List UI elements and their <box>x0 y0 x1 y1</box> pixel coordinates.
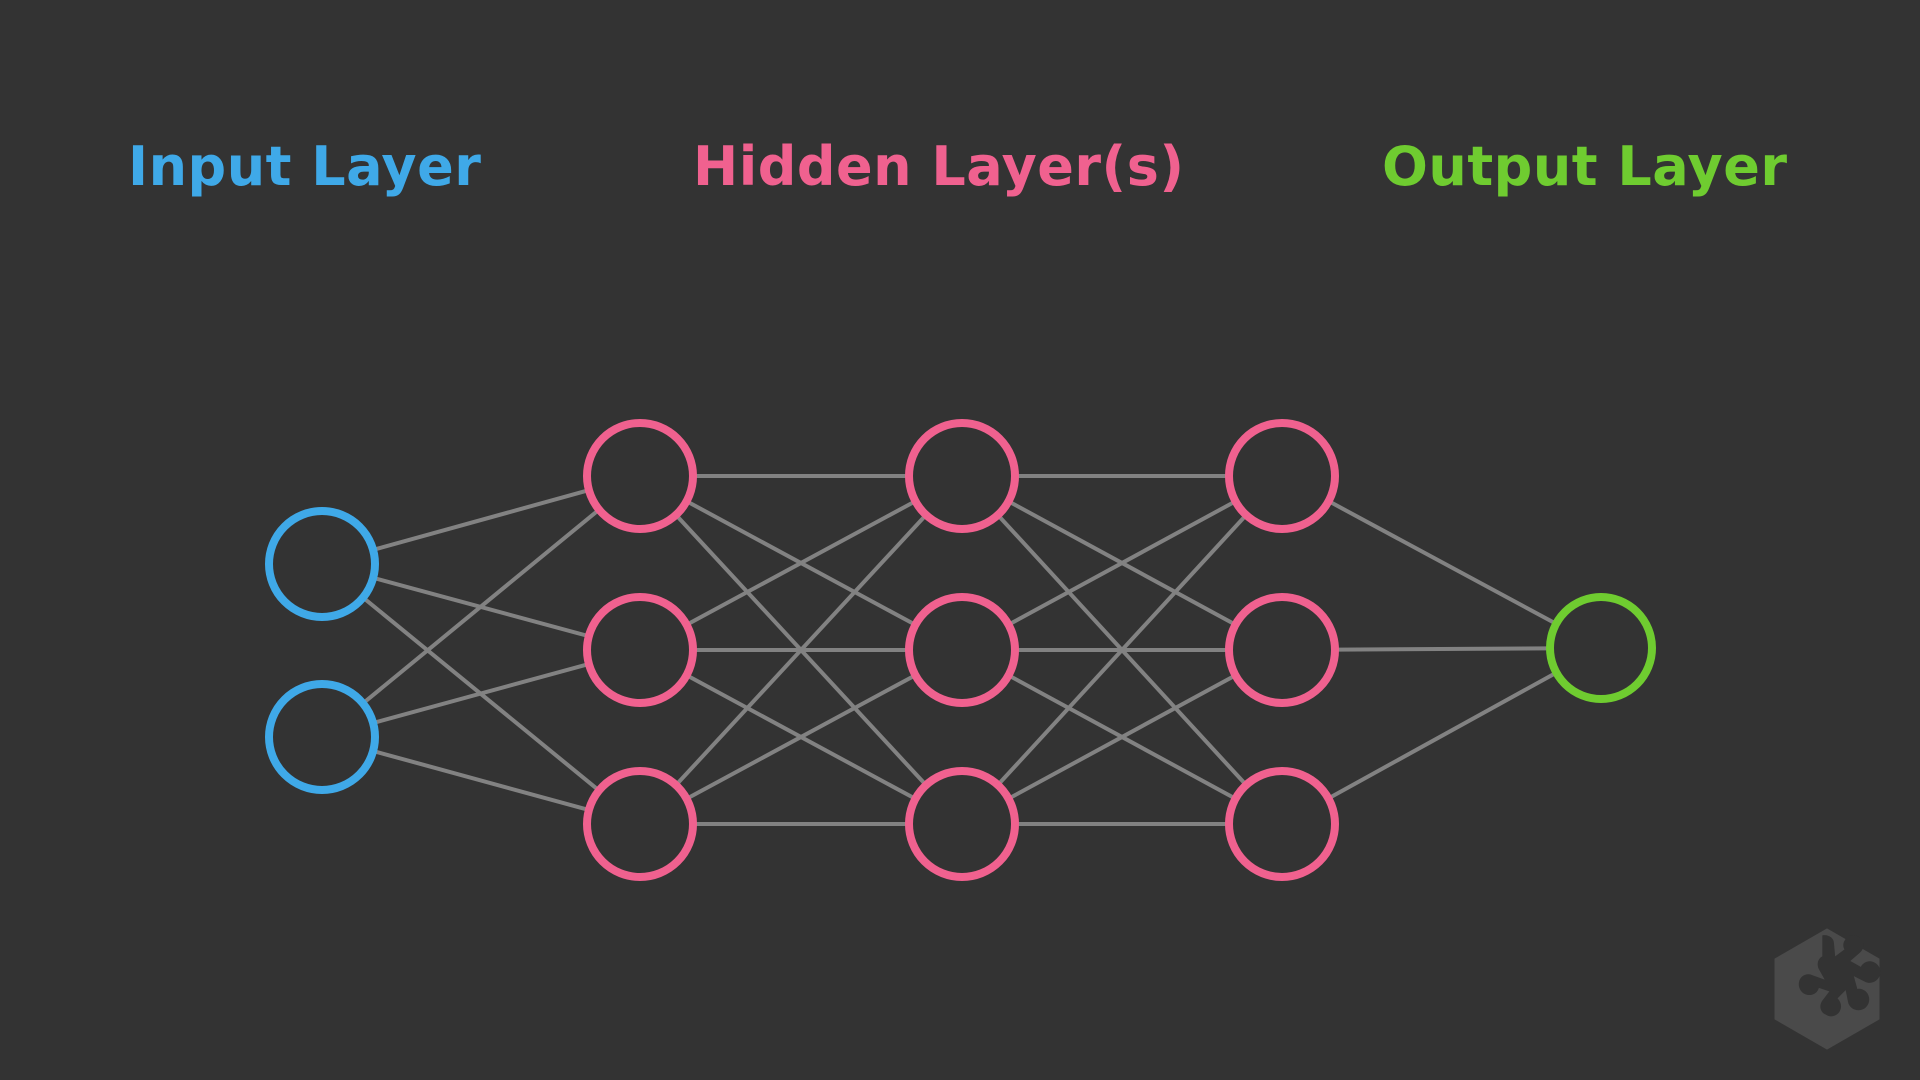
hidden-node-2-3[interactable] <box>583 767 697 881</box>
edge-l0n1-to-l1n2 <box>374 750 588 811</box>
edge-l1n2-to-l2n1 <box>688 675 914 799</box>
edge-l2n2-to-l3n1 <box>1010 675 1234 799</box>
input-layer-title: Input Layer <box>128 135 482 198</box>
hidden-node-4-1[interactable] <box>1225 419 1339 533</box>
output-node-5-1[interactable] <box>1546 593 1656 703</box>
hidden-node-4-3[interactable] <box>1225 767 1339 881</box>
edge-l1n1-to-l2n0 <box>688 501 914 625</box>
edge-l0n0-to-l1n0 <box>374 489 588 551</box>
edges-group <box>364 474 1555 826</box>
nodes-group <box>265 419 1656 881</box>
edge-l3n1-to-l4n0 <box>1337 646 1548 652</box>
edge-l2n2-to-l3n0 <box>998 515 1246 785</box>
hidden-node-3-3[interactable] <box>905 767 1019 881</box>
hidden-node-2-2[interactable] <box>583 593 697 707</box>
edge-l1n2-to-l2n0 <box>676 515 926 785</box>
edge-l3n0-to-l4n0 <box>1330 501 1555 624</box>
edge-l0n1-to-l1n0 <box>364 510 598 703</box>
hidden-node-3-1[interactable] <box>905 419 1019 533</box>
hidden-layer-title: Hidden Layer(s) <box>693 135 1185 198</box>
edge-l0n1-to-l1n1 <box>374 663 588 724</box>
hidden-node-4-2[interactable] <box>1225 593 1339 707</box>
input-node-1-2[interactable] <box>265 680 379 794</box>
hidden-node-3-2[interactable] <box>905 593 1019 707</box>
edge-l2n1-to-l3n0 <box>1010 501 1234 625</box>
input-node-1-1[interactable] <box>265 507 379 621</box>
hidden-node-2-1[interactable] <box>583 419 697 533</box>
edge-l3n2-to-l4n0 <box>1329 672 1555 799</box>
hex-splat-logo-icon <box>1774 928 1881 1050</box>
output-layer-title: Output Layer <box>1382 135 1788 198</box>
